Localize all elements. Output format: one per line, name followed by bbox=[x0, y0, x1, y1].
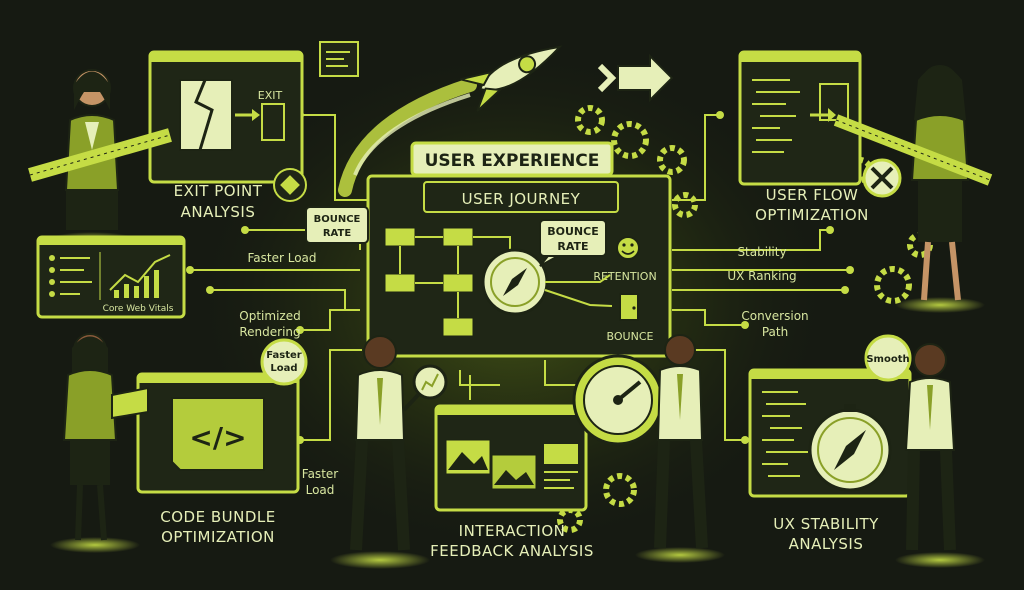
faster-load-badge: Faster Load bbox=[260, 338, 308, 386]
retention-label: RETENTION bbox=[593, 270, 656, 283]
magnifier-icon bbox=[402, 364, 448, 412]
journey-nodes bbox=[384, 227, 474, 337]
svg-text:RATE: RATE bbox=[557, 240, 588, 253]
bounce-rate-callout: BOUNCE RATE bbox=[539, 219, 607, 267]
bounce-rate-tag: BOUNCE RATE bbox=[273, 168, 369, 244]
svg-text:Load: Load bbox=[270, 363, 297, 374]
faster-load-label: Faster Load bbox=[247, 251, 316, 265]
analyst-man-stopwatch bbox=[895, 343, 985, 568]
journey-title: USER JOURNEY bbox=[462, 190, 581, 208]
core-web-vitals-panel: Core Web Vitals bbox=[36, 235, 186, 319]
user-flow-panel: USER FLOW OPTIMIZATION bbox=[738, 50, 869, 224]
svg-text:</>: </> bbox=[189, 421, 246, 454]
svg-text:RATE: RATE bbox=[323, 228, 351, 239]
exit-sign: EXIT bbox=[258, 89, 283, 102]
analyst-man-magnifier bbox=[330, 335, 448, 569]
gauge-icon bbox=[572, 354, 664, 446]
exit-point-panel: EXIT EXIT POINT ANALYSIS bbox=[148, 50, 304, 221]
vitals-caption: Core Web Vitals bbox=[103, 304, 174, 314]
analyst-man-gauge bbox=[635, 334, 725, 563]
svg-text:Smooth: Smooth bbox=[866, 354, 909, 365]
conversion-path-2: Path bbox=[762, 325, 788, 339]
code-bundle-title-1: CODE BUNDLE bbox=[160, 508, 275, 526]
compass-icon bbox=[481, 248, 549, 316]
interaction-title-1: INTERACTION bbox=[459, 522, 566, 540]
code-bundle-panel: </> CODE BUNDLE OPTIMIZATION bbox=[136, 372, 300, 546]
developer-woman-laptop bbox=[50, 333, 149, 553]
center-title: USER EXPERIENCE bbox=[425, 151, 600, 171]
image-icon bbox=[445, 439, 537, 490]
ux-stability-title-1: UX STABILITY bbox=[773, 515, 879, 533]
ux-ranking-label: UX Ranking bbox=[727, 269, 796, 283]
exit-point-title-2: ANALYSIS bbox=[181, 203, 256, 221]
smooth-badge: Smooth bbox=[864, 334, 912, 382]
optimized-rendering-1: Optimized bbox=[239, 309, 300, 323]
optimized-rendering-2: Rendering bbox=[239, 325, 300, 339]
ux-stability-panel: UX STABILITY ANALYSIS bbox=[748, 368, 912, 553]
user-experience-banner: USER EXPERIENCE bbox=[410, 141, 614, 177]
faster-load-bottom-2: Load bbox=[306, 483, 335, 497]
user-flow-title-2: OPTIMIZATION bbox=[755, 206, 869, 224]
analyst-woman-caliper bbox=[28, 69, 172, 248]
journey-window: USER JOURNEY BOUNCE RATE RETENTION bbox=[366, 174, 672, 358]
faster-load-bottom-1: Faster bbox=[302, 467, 338, 481]
arrow-right-icon bbox=[597, 53, 674, 103]
code-bundle-title-2: OPTIMIZATION bbox=[161, 528, 275, 546]
interaction-panel: INTERACTION FEEDBACK ANALYSIS bbox=[430, 404, 594, 560]
exit-point-title-1: EXIT POINT bbox=[174, 182, 263, 200]
analyst-woman-right-caliper bbox=[833, 65, 993, 313]
svg-text:BOUNCE: BOUNCE bbox=[547, 225, 598, 238]
stability-label: Stability bbox=[737, 245, 786, 259]
ux-stability-title-2: ANALYSIS bbox=[789, 535, 864, 553]
code-icon: </> bbox=[171, 397, 265, 471]
svg-text:Faster: Faster bbox=[266, 350, 302, 361]
smiley-icon bbox=[616, 236, 640, 260]
code-snippet-window bbox=[319, 41, 359, 77]
interaction-title-2: FEEDBACK ANALYSIS bbox=[430, 542, 594, 560]
connector-lines bbox=[190, 114, 850, 441]
door-icon bbox=[619, 293, 639, 321]
user-flow-title-1: USER FLOW bbox=[766, 186, 859, 204]
svg-text:BOUNCE: BOUNCE bbox=[314, 214, 361, 225]
bounce-label: BOUNCE bbox=[607, 330, 654, 343]
rocket-icon bbox=[338, 45, 563, 197]
wrench-icon bbox=[862, 158, 902, 198]
conversion-path-1: Conversion bbox=[741, 309, 808, 323]
stopwatch-compass-icon bbox=[808, 404, 892, 492]
